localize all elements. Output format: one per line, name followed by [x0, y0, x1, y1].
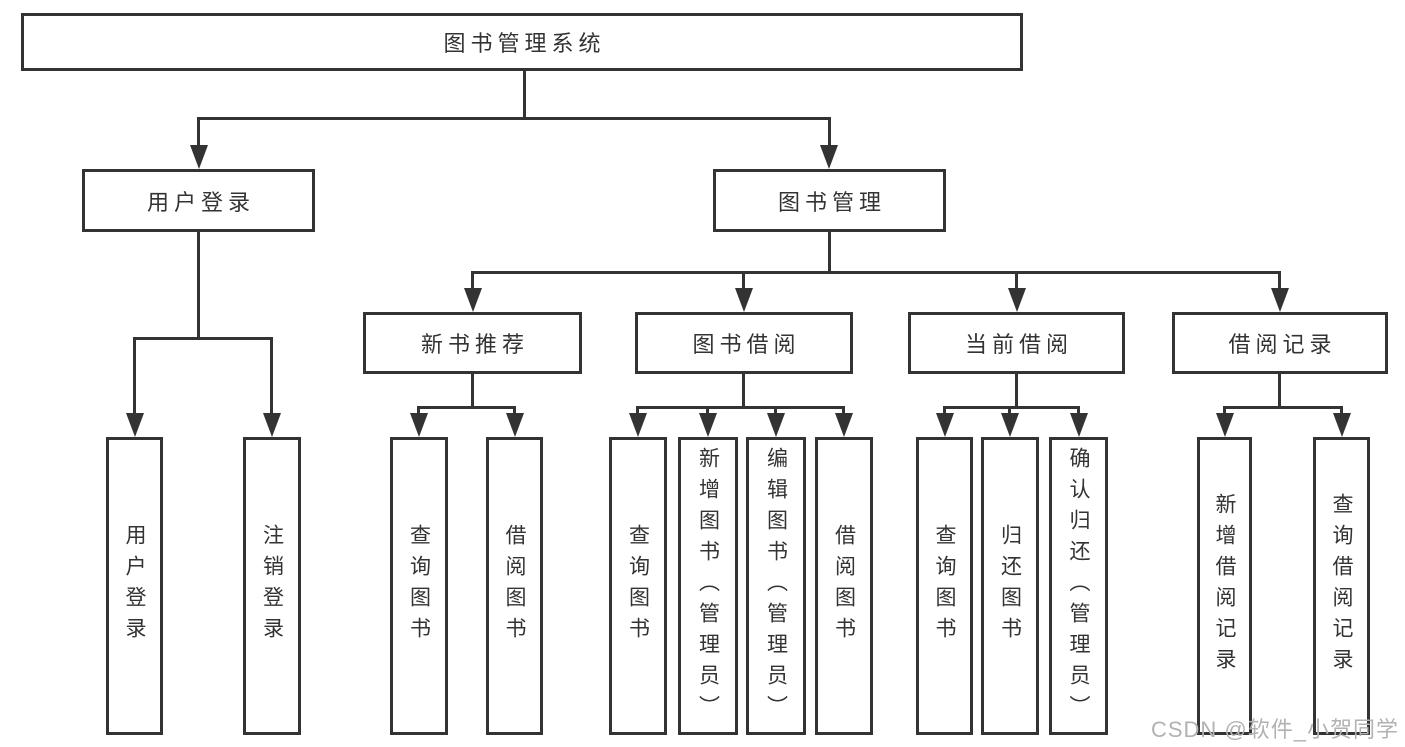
leaf-cb-query-books-label: 查询图书	[933, 524, 956, 648]
arrowhead-bb-edit	[767, 413, 785, 437]
connector-new-book-trunk	[471, 373, 474, 409]
node-user-login: 用户登录	[82, 169, 315, 232]
node-library-management-system: 图书管理系统	[21, 13, 1023, 71]
node-borrow-records: 借阅记录	[1172, 312, 1388, 374]
leaf-bb-add-books-admin: 新增图书（管理员）	[678, 437, 738, 735]
connector-stub-nb-borrow	[513, 406, 516, 416]
node-book-borrow-label: 图书借阅	[692, 332, 801, 357]
arrowhead-book-management	[820, 145, 838, 169]
arrowhead-user-login	[190, 145, 208, 169]
connector-user-login-distributor	[133, 337, 273, 340]
connector-book-management-trunk	[828, 232, 831, 274]
leaf-br-add-record: 新增借阅记录	[1197, 437, 1252, 735]
leaf-nb-borrow-books: 借阅图书	[486, 437, 543, 735]
leaf-bb-add-books-admin-label: 新增图书（管理员）	[696, 446, 720, 726]
arrowhead-cb-query	[936, 413, 954, 437]
leaf-logout-label: 注销登录	[260, 524, 284, 648]
arrowhead-nb-query	[410, 413, 428, 437]
leaf-bb-query-books: 查询图书	[609, 437, 667, 735]
connector-stub-bb-borrow	[842, 406, 845, 416]
arrowhead-new-book	[464, 288, 482, 312]
leaf-nb-borrow-books-label: 借阅图书	[503, 524, 526, 648]
arrowhead-leaf-user-login	[126, 413, 144, 437]
connector-stub-br-add	[1223, 406, 1226, 416]
leaf-br-add-record-label: 新增借阅记录	[1213, 493, 1236, 679]
arrowhead-bb-query	[629, 413, 647, 437]
arrowhead-br-add	[1216, 413, 1234, 437]
leaf-br-query-record: 查询借阅记录	[1313, 437, 1370, 735]
connector-stub-user-login	[197, 117, 200, 148]
arrowhead-current-borrow	[1008, 288, 1026, 312]
connector-stub-leaf-logout	[270, 337, 273, 416]
node-book-management: 图书管理	[713, 169, 946, 232]
arrowhead-cb-return	[1001, 413, 1019, 437]
leaf-user-login: 用户登录	[106, 437, 163, 735]
node-new-book-recommend: 新书推荐	[363, 312, 582, 374]
node-current-borrow-label: 当前借阅	[964, 332, 1073, 357]
leaf-logout: 注销登录	[243, 437, 301, 735]
leaf-user-login-label: 用户登录	[123, 524, 146, 648]
leaf-bb-query-books-label: 查询图书	[626, 524, 650, 648]
leaf-bb-edit-books-admin-label: 编辑图书（管理员）	[764, 446, 788, 726]
arrowhead-cb-confirm	[1070, 413, 1088, 437]
connector-stub-borrow-records	[1278, 271, 1281, 291]
connector-stub-bb-edit	[774, 406, 777, 416]
arrowhead-leaf-logout	[263, 413, 281, 437]
connector-stub-cb-return	[1008, 406, 1011, 416]
leaf-nb-query-books-label: 查询图书	[407, 524, 431, 648]
arrowhead-borrow-records	[1271, 288, 1289, 312]
connector-new-book-distributor	[417, 406, 516, 409]
connector-borrow-records-distributor	[1223, 406, 1342, 409]
connector-stub-leaf-user-login	[133, 337, 136, 416]
connector-current-borrow-distributor	[943, 406, 1079, 409]
connector-stub-book-borrow	[742, 271, 745, 291]
connector-stub-current-borrow	[1015, 271, 1018, 291]
connector-stub-cb-confirm	[1077, 406, 1080, 416]
connector-stub-cb-query	[943, 406, 946, 416]
connector-borrow-records-trunk	[1278, 373, 1281, 409]
connector-root-trunk	[523, 70, 526, 120]
node-book-management-label: 图书管理	[777, 189, 886, 215]
node-book-borrow: 图书借阅	[635, 312, 853, 374]
connector-stub-br-query	[1340, 406, 1343, 416]
arrowhead-bb-borrow	[835, 413, 853, 437]
leaf-nb-query-books: 查询图书	[390, 437, 448, 735]
node-current-borrow: 当前借阅	[908, 312, 1125, 374]
leaf-cb-confirm-return-admin-label: 确认归还（管理员）	[1067, 446, 1090, 726]
connector-book-borrow-trunk	[742, 373, 745, 409]
leaf-br-query-record-label: 查询借阅记录	[1330, 493, 1353, 679]
node-new-book-recommend-label: 新书推荐	[420, 332, 529, 357]
connector-stub-new-book	[471, 271, 474, 291]
csdn-watermark: CSDN @软件_小贺同学	[1150, 717, 1399, 742]
node-user-login-label: 用户登录	[146, 189, 255, 215]
leaf-bb-borrow-books-label: 借阅图书	[832, 524, 856, 648]
arrowhead-bb-add	[699, 413, 717, 437]
arrowhead-br-query	[1333, 413, 1351, 437]
connector-stub-book-management	[828, 117, 831, 148]
connector-user-login-trunk	[197, 232, 200, 337]
connector-book-management-distributor	[471, 271, 1281, 274]
connector-stub-nb-query	[417, 406, 420, 416]
connector-current-borrow-trunk	[1015, 373, 1018, 409]
arrowhead-book-borrow	[735, 288, 753, 312]
arrowhead-nb-borrow	[506, 413, 524, 437]
leaf-cb-confirm-return-admin: 确认归还（管理员）	[1049, 437, 1108, 735]
connector-stub-bb-query	[636, 406, 639, 416]
connector-stub-bb-add	[706, 406, 709, 416]
leaf-bb-borrow-books: 借阅图书	[815, 437, 873, 735]
node-library-management-system-label: 图书管理系统	[443, 31, 606, 56]
connector-root-distributor	[197, 117, 831, 120]
leaf-cb-return-books-label: 归还图书	[998, 524, 1022, 648]
leaf-cb-query-books: 查询图书	[916, 437, 973, 735]
connector-book-borrow-distributor	[636, 406, 845, 409]
leaf-bb-edit-books-admin: 编辑图书（管理员）	[746, 437, 806, 735]
node-borrow-records-label: 借阅记录	[1228, 332, 1337, 357]
leaf-cb-return-books: 归还图书	[981, 437, 1039, 735]
